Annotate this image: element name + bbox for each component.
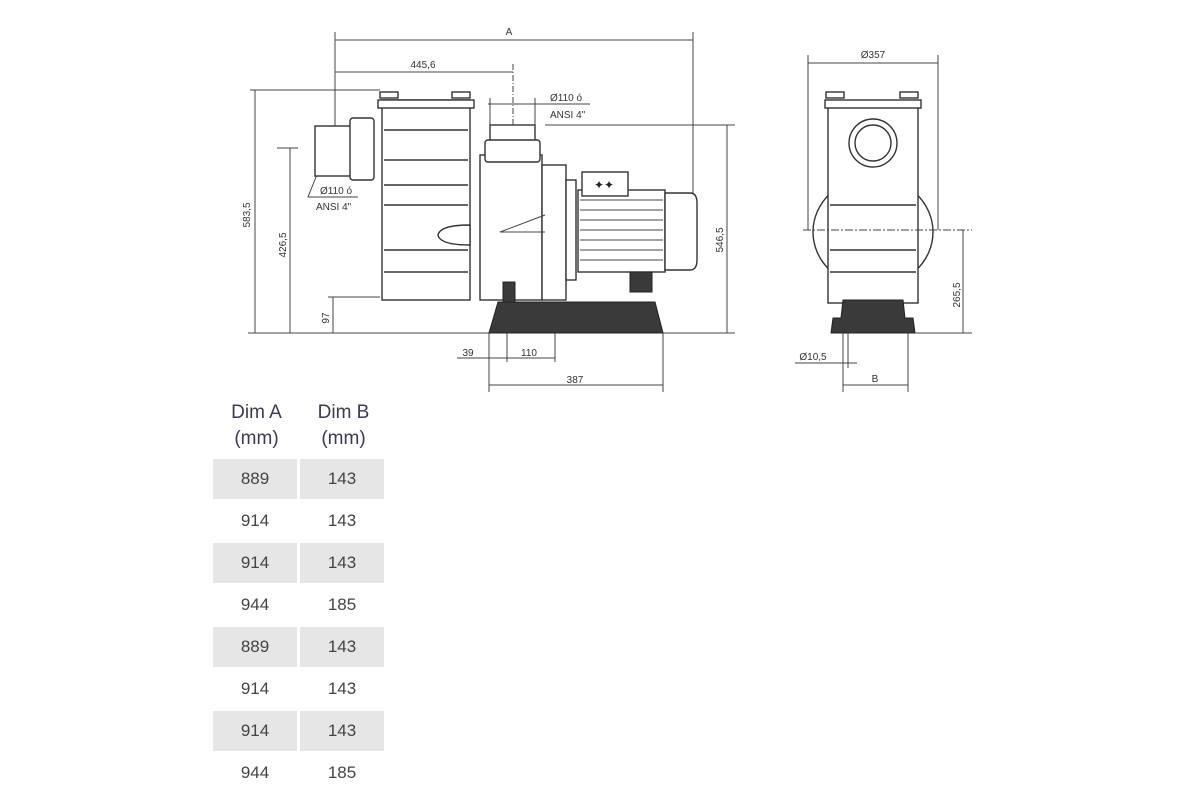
dim-265-label: 265,5 — [952, 282, 963, 307]
table-row: 914 143 — [213, 668, 387, 710]
inlet-diameter-label: Ø110 ó — [320, 186, 352, 197]
cell-dim-b: 143 — [300, 627, 384, 667]
cell-dim-b: 143 — [327, 679, 357, 698]
dim-110-label: 110 — [521, 348, 537, 359]
dim-583-label: 583,5 — [242, 202, 253, 227]
header-dim-b: Dim B(mm) — [317, 402, 370, 449]
pump-base — [488, 301, 664, 334]
dim-387-label: 387 — [567, 375, 584, 386]
dim-39-label: 39 — [462, 348, 474, 359]
cell-dim-a: 889 — [213, 459, 297, 499]
dim-426-label: 426,5 — [278, 232, 289, 257]
outlet-ansi-label: ANSI 4" — [550, 110, 586, 121]
cell-dim-b: 143 — [300, 459, 384, 499]
dim-546-label: 546,5 — [715, 227, 726, 252]
outlet-diameter-label: Ø110 ó — [550, 93, 582, 104]
cell-dim-b: 143 — [300, 543, 384, 583]
front-view: Ø357 265,5 Ø10,5 B — [795, 50, 972, 392]
terminal-box — [581, 171, 629, 197]
strainer-body — [381, 99, 471, 301]
table-header: Dim A(mm) Dim B(mm) — [213, 400, 387, 458]
header-dim-a: Dim A(mm) — [231, 402, 282, 449]
cell-dim-a: 914 — [240, 679, 270, 698]
cell-dim-a: 914 — [213, 711, 297, 751]
cell-dim-a: 944 — [240, 595, 270, 614]
dim-hole-label: Ø10,5 — [799, 352, 827, 363]
side-view: A 445,6 Ø110 ó ANSI 4" Ø110 ó ANSI 4" 58… — [242, 27, 735, 392]
cell-dim-b: 185 — [327, 595, 357, 614]
dim-97-label: 97 — [321, 312, 332, 324]
cell-dim-a: 914 — [240, 511, 270, 530]
dim-445-label: 445,6 — [410, 60, 435, 71]
terminal-screws-icon: ✦✦ — [594, 178, 614, 192]
table-row: 944 185 — [213, 752, 387, 794]
cell-dim-a: 914 — [213, 543, 297, 583]
dim-b-label: B — [872, 374, 879, 385]
cell-dim-a: 944 — [240, 763, 270, 782]
cell-dim-b: 143 — [327, 511, 357, 530]
table-row: 944 185 — [213, 584, 387, 626]
inlet-ansi-label: ANSI 4" — [316, 202, 352, 213]
cell-dim-b: 185 — [327, 763, 357, 782]
dim-a-label: A — [506, 27, 513, 38]
cell-dim-a: 889 — [213, 627, 297, 667]
table-row: 914 143 — [213, 500, 387, 542]
cell-dim-b: 143 — [300, 711, 384, 751]
dim-357-label: Ø357 — [861, 50, 886, 61]
